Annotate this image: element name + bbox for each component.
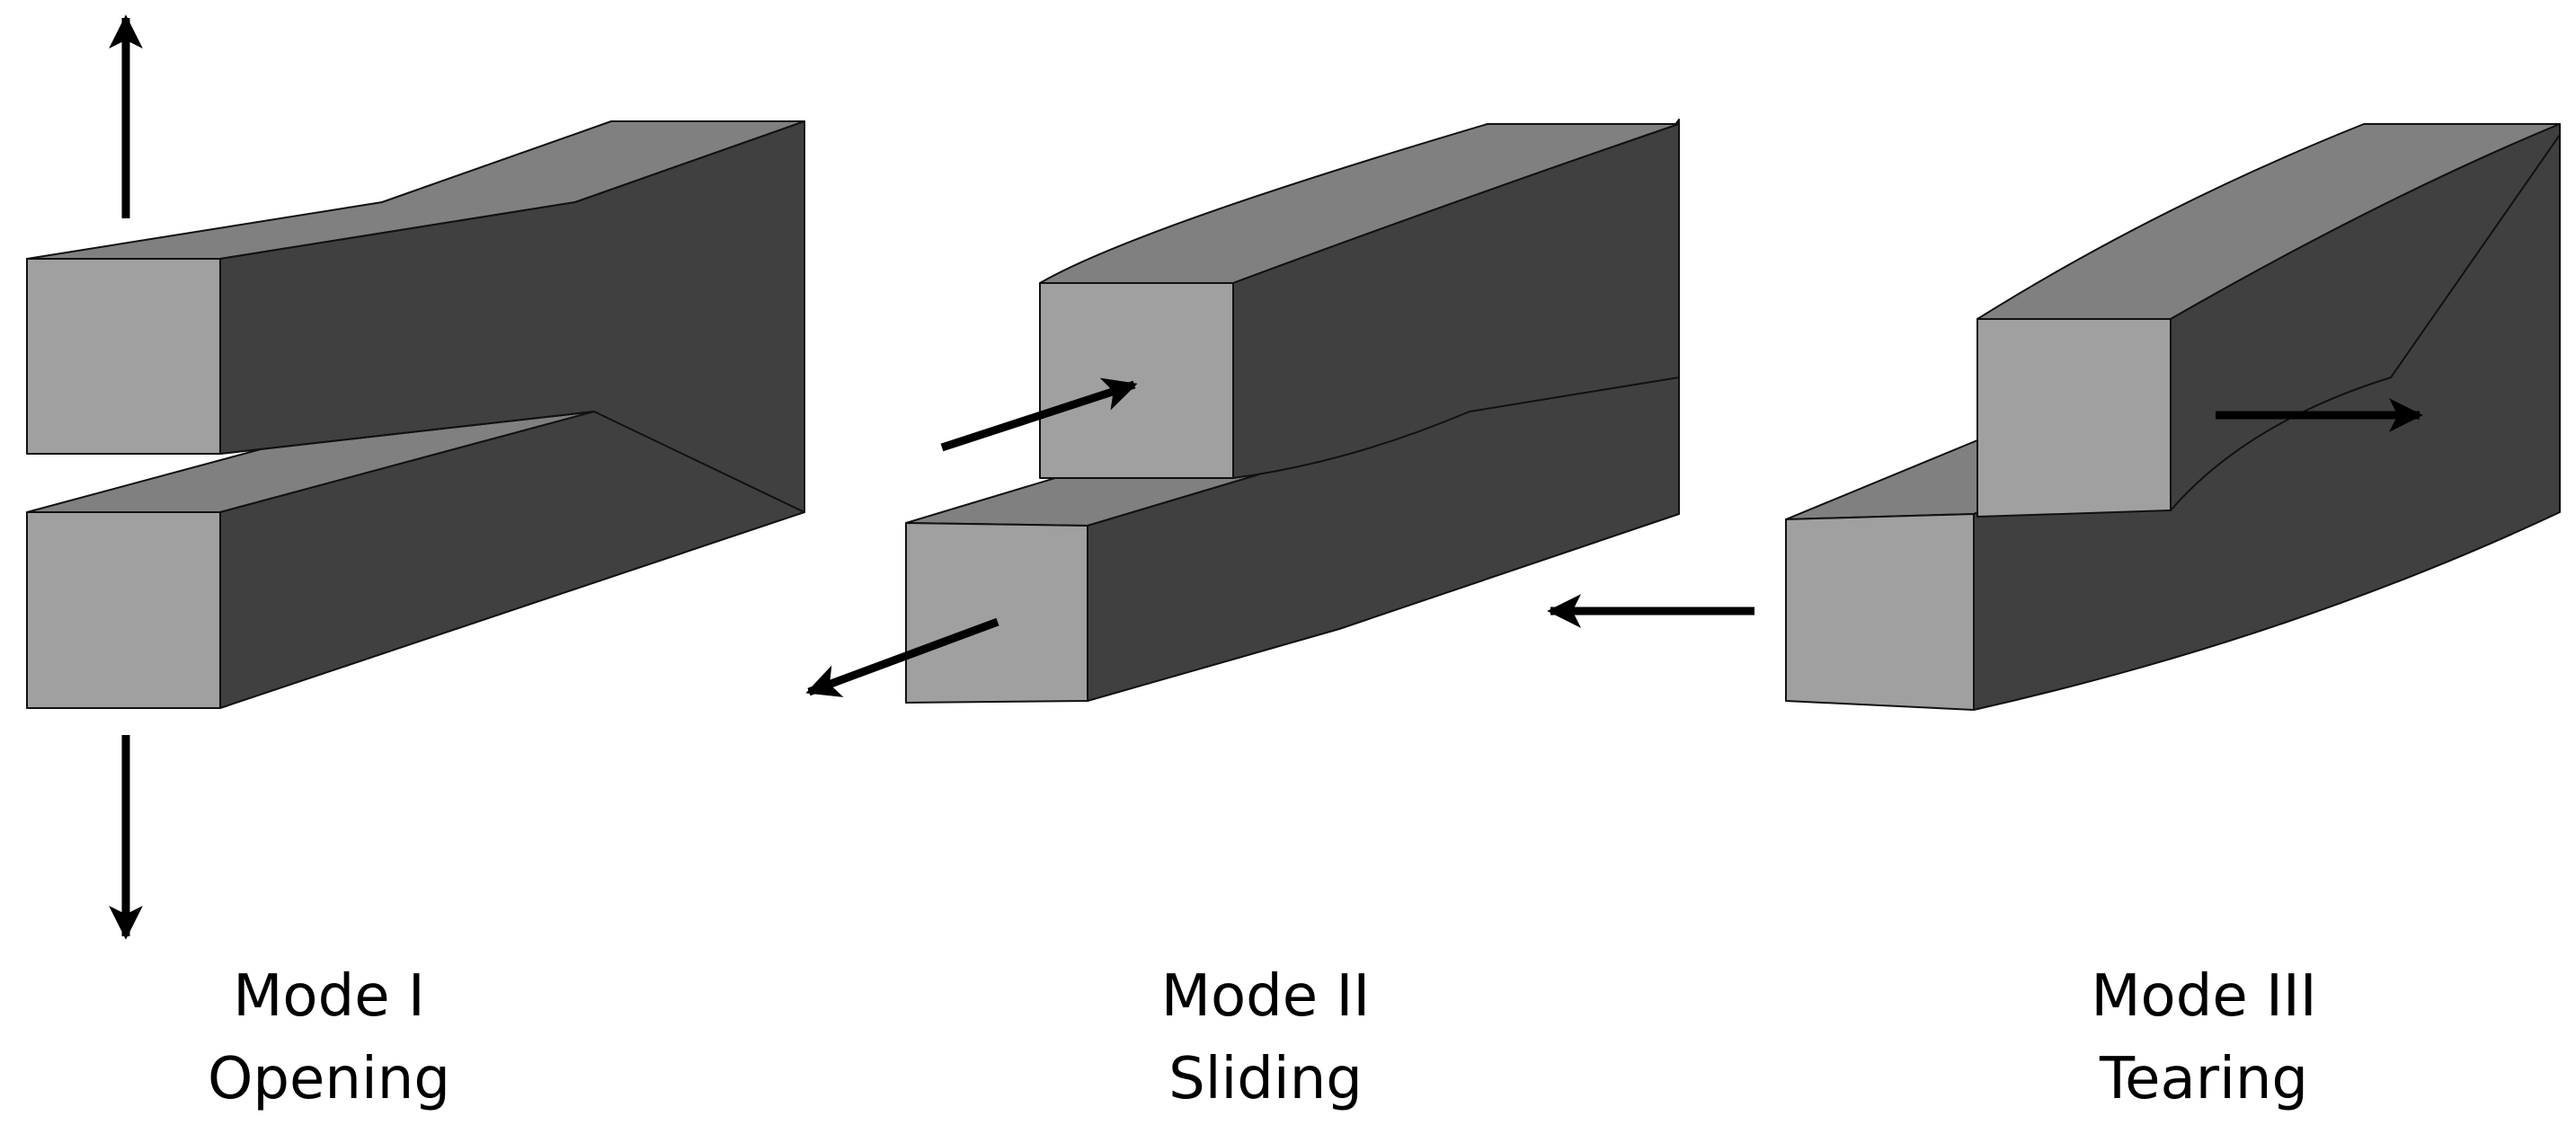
mode-2-name: Mode II (1161, 963, 1370, 1030)
mode-3-specimen (1785, 123, 2561, 711)
mode-1-name: Mode I (233, 963, 425, 1030)
mode-1-lower-front-face (26, 511, 221, 709)
mode-2-upper-arrow (940, 377, 1138, 452)
mode-1-upper-front-face (26, 258, 221, 455)
mode-1-caption: Mode I Opening (208, 963, 450, 1112)
mode-3-name: Mode III (2091, 963, 2316, 1030)
mode-2-lower-front-face (905, 522, 1088, 704)
mode-2-upper-front-face (1039, 282, 1234, 479)
mode-2-caption: Mode II Sliding (1161, 963, 1370, 1112)
mode-3-caption: Mode III Tearing (2091, 963, 2316, 1112)
mode-3-upper-front-face (1976, 318, 2172, 518)
mode-1-action: Opening (208, 1046, 450, 1112)
mode-3-lower-front-face (1785, 513, 1975, 711)
mode-2-lower-arrow (805, 617, 999, 697)
mode-1-specimen (26, 120, 805, 709)
mode-2-action: Sliding (1168, 1046, 1363, 1112)
mode-2-specimen (905, 119, 1680, 704)
mode-2-upper-side-face (1232, 123, 1680, 479)
mode-1-crack-tip-line (219, 411, 595, 455)
mode-3-action: Tearing (2099, 1046, 2308, 1112)
